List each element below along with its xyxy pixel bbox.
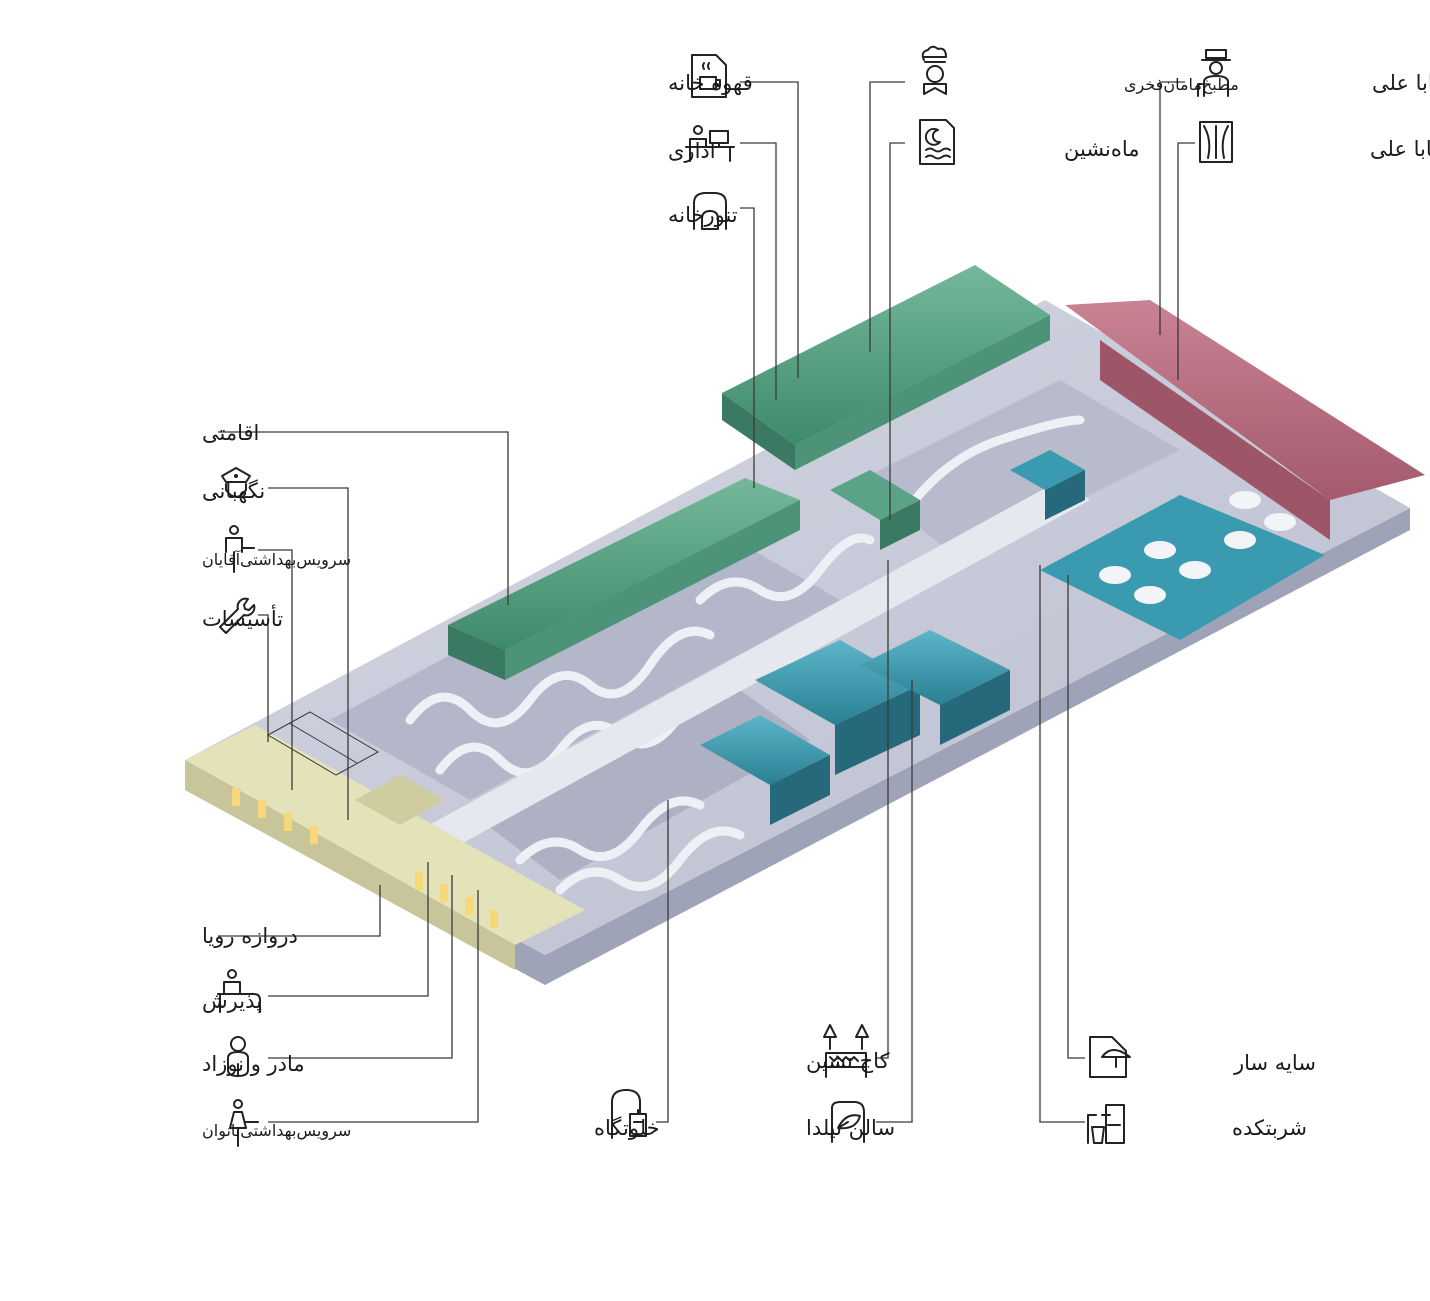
teal-pavilion-3-side bbox=[940, 670, 1010, 745]
leader-sayesar bbox=[1067, 575, 1085, 1059]
label-matbakh: مطبخ‌ماما‌ن‌فخری bbox=[1124, 75, 1239, 95]
label-edari: اداری bbox=[668, 139, 716, 163]
leader-darvaze bbox=[218, 885, 381, 937]
leader-ghahvekhane bbox=[740, 81, 799, 378]
lantern-icon bbox=[611, 1089, 647, 1139]
leader-servicemen bbox=[258, 549, 293, 790]
cream-building-top bbox=[185, 725, 585, 945]
label-darvaze: دروازه رویا bbox=[202, 924, 298, 948]
label-khanebabaali: خانه بابا علی bbox=[1372, 71, 1430, 95]
green-building-side-top bbox=[795, 315, 1050, 470]
leader-kajneshin bbox=[876, 560, 889, 1059]
leader-servicewomen bbox=[268, 890, 479, 1123]
labels: قهوه خانه اداری تنورخانه مطبخ‌ماما‌ن‌فخر… bbox=[202, 71, 1430, 1141]
lit-windows bbox=[232, 788, 498, 928]
label-mahneshin: ماه‌نشین bbox=[1064, 137, 1140, 161]
pink-building-roof bbox=[1065, 300, 1425, 500]
icons bbox=[217, 45, 1233, 1147]
teal-pavilion-1-side bbox=[770, 755, 830, 825]
leader-lines bbox=[218, 81, 1195, 1123]
green-building-front-left bbox=[448, 625, 505, 680]
leader-salonnilda bbox=[876, 680, 913, 1123]
glass-frames bbox=[266, 711, 380, 776]
leader-khalvatgah bbox=[656, 800, 669, 1123]
leader-eyvanbabaali bbox=[1177, 142, 1195, 380]
mother-baby-icon bbox=[227, 1036, 249, 1077]
terrace-umbrellas bbox=[1099, 491, 1296, 604]
wrench-icon bbox=[219, 597, 256, 634]
leader-eghamati bbox=[218, 431, 509, 605]
office-desk-icon bbox=[685, 125, 735, 162]
teal-pavilion-3 bbox=[860, 630, 1010, 705]
label-paziresh: پذیرش bbox=[202, 989, 262, 1013]
cream-building-front bbox=[185, 760, 515, 970]
leader-sharbatkade bbox=[1039, 565, 1085, 1123]
coffee-cup-icon bbox=[691, 54, 727, 98]
teal-pavilion-1 bbox=[700, 715, 830, 785]
water-channels bbox=[405, 415, 1085, 895]
label-eyvanbabaali: ایوان بابا علی bbox=[1370, 137, 1430, 161]
label-sharbatkade: شربتکده bbox=[1232, 1116, 1307, 1140]
chef-icon bbox=[921, 45, 947, 95]
leader-tanurkhane bbox=[740, 207, 755, 488]
leader-mahneshin bbox=[889, 142, 905, 520]
teal-kiosk-side bbox=[1045, 470, 1085, 520]
label-eghamati: اقامتی bbox=[202, 421, 259, 445]
label-salonnilda: سالن نیلدا bbox=[806, 1116, 895, 1140]
old-man-icon bbox=[1197, 49, 1231, 97]
site-model bbox=[185, 265, 1425, 985]
main-walkway bbox=[420, 480, 1090, 850]
label-ghahvekhane: قهوه خانه bbox=[668, 71, 753, 95]
label-servicemen: سرویس‌بهداشتی‌آقایان bbox=[202, 550, 351, 570]
green-kiosk bbox=[830, 470, 920, 520]
juice-icon bbox=[1087, 1104, 1125, 1144]
label-tasisat: تأسیسات bbox=[202, 604, 283, 631]
guard-cap-icon bbox=[221, 467, 251, 498]
label-tanurkhane: تنورخانه bbox=[668, 203, 738, 227]
man-restroom-icon bbox=[225, 525, 255, 573]
teal-pavilion-2 bbox=[755, 640, 920, 725]
umbrella-icon bbox=[1089, 1036, 1131, 1078]
pine-bench-icon bbox=[823, 1024, 869, 1078]
green-kiosk-side bbox=[880, 500, 920, 550]
label-sayesar: سایه سار bbox=[1233, 1051, 1316, 1075]
label-negahbani: نگهبانی bbox=[202, 479, 265, 503]
leader-tasisat bbox=[258, 614, 269, 742]
oven-icon bbox=[693, 192, 727, 230]
green-building-roof-top bbox=[722, 265, 1050, 445]
leader-edari bbox=[740, 142, 777, 400]
cream-gate bbox=[355, 775, 445, 825]
woman-restroom-icon bbox=[229, 1099, 259, 1147]
teal-pavilion-2-side bbox=[835, 685, 920, 775]
leader-negahbani bbox=[268, 487, 349, 820]
curtain-icon bbox=[1199, 121, 1233, 163]
leader-madar bbox=[268, 875, 453, 1059]
label-kajneshin: کاج نشین bbox=[806, 1049, 890, 1074]
label-madar: مادر و نوزاد bbox=[202, 1052, 305, 1076]
leader-matbakh bbox=[869, 81, 905, 352]
green-building-front-top bbox=[722, 393, 795, 470]
teal-kiosk bbox=[1010, 450, 1085, 490]
reception-icon bbox=[217, 969, 261, 1013]
label-khalvatgah: خلوتگاه bbox=[594, 1116, 660, 1140]
leader-paziresh bbox=[268, 862, 429, 997]
leader-khanebabaali bbox=[1159, 81, 1185, 335]
leaf-icon bbox=[831, 1101, 865, 1143]
green-building-side-left bbox=[505, 500, 800, 680]
label-servicewomen: سرویس‌بهداشتی‌بانوان bbox=[202, 1121, 351, 1141]
pink-building-front bbox=[1100, 340, 1330, 540]
moon-water-icon bbox=[919, 119, 955, 165]
green-building-roof-left bbox=[448, 478, 800, 650]
